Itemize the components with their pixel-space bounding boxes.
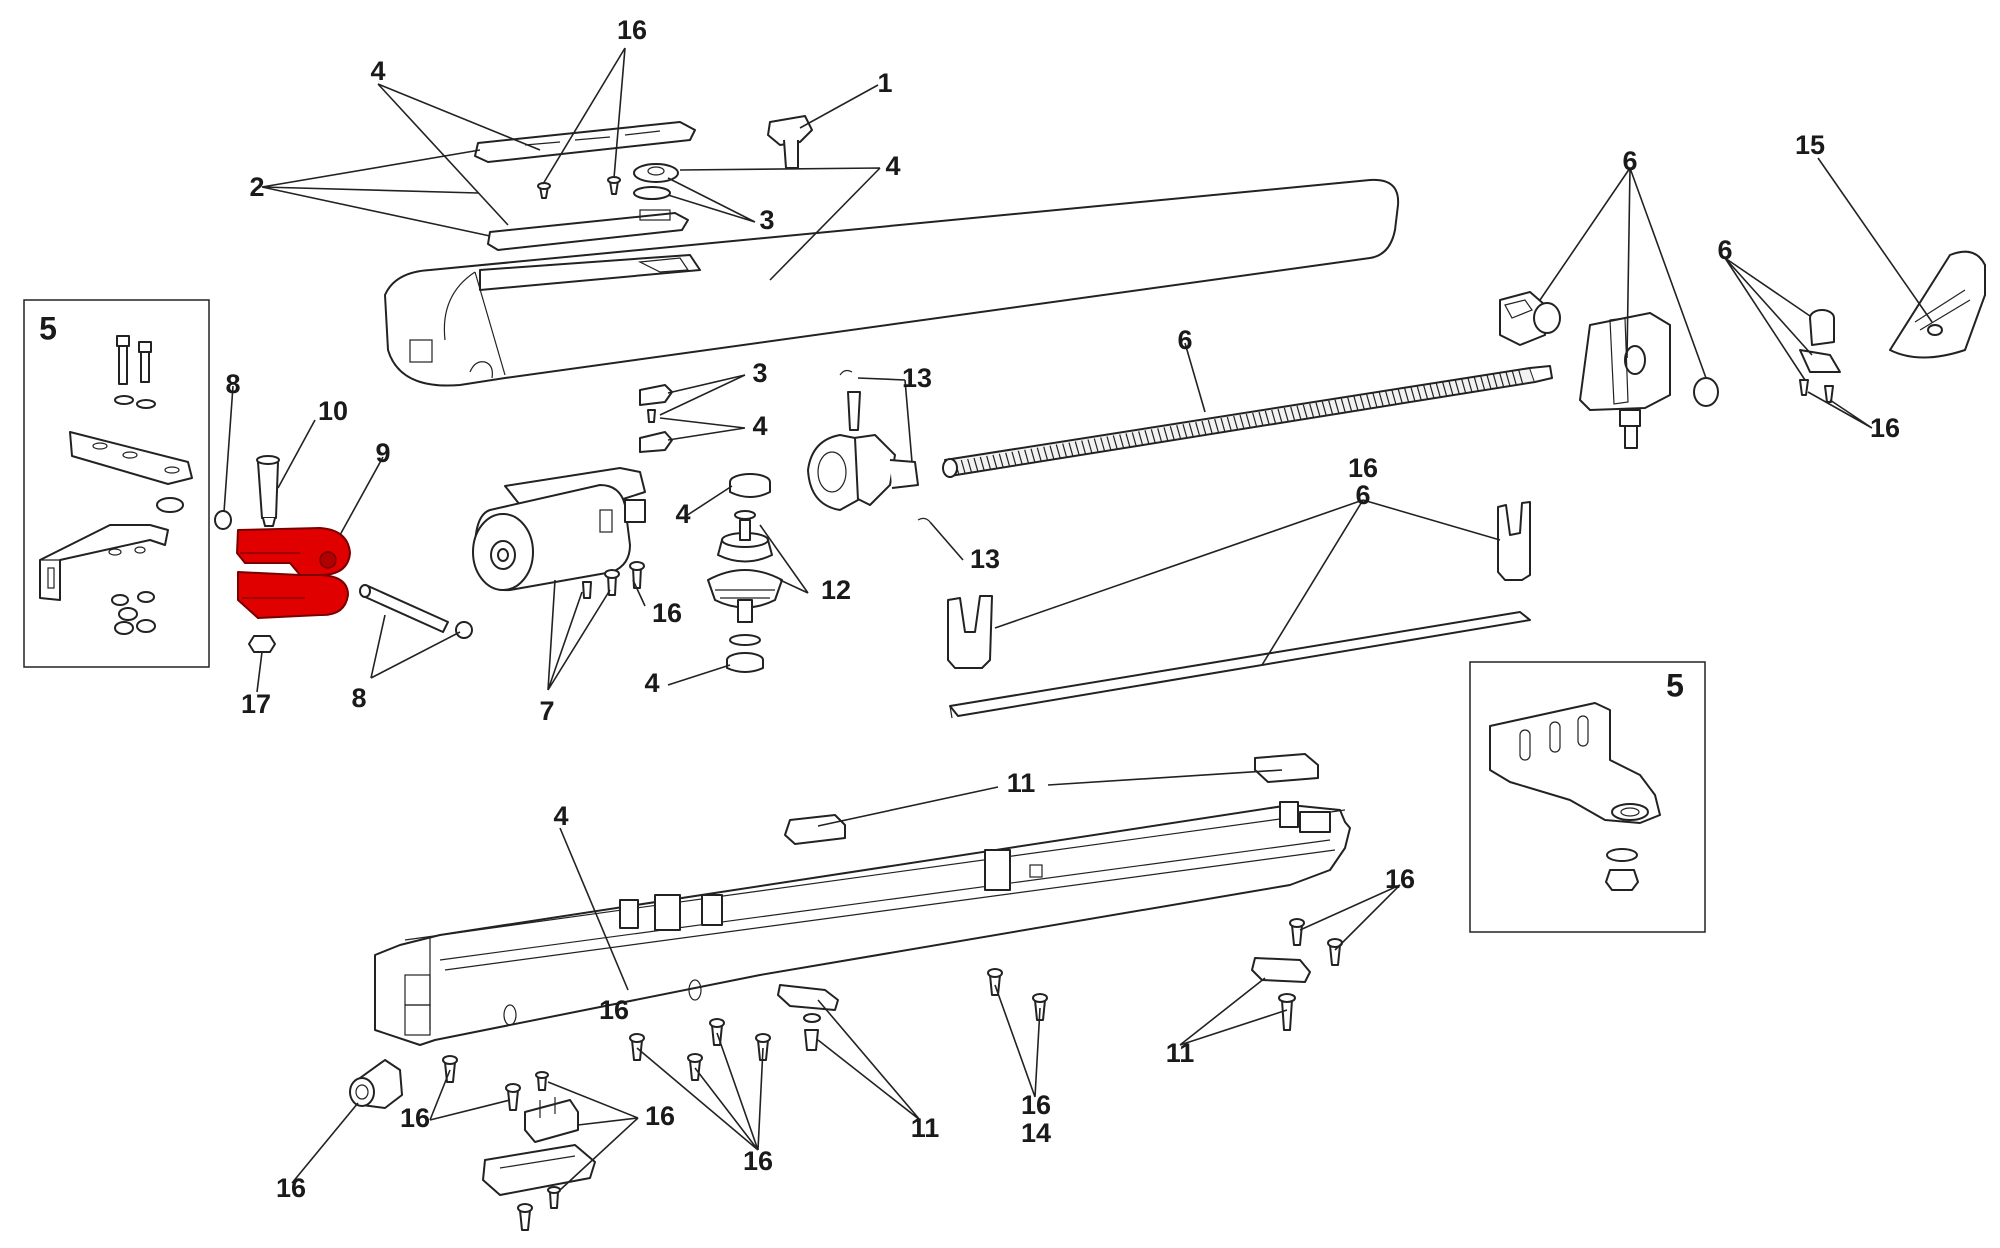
callout-2: 2: [249, 172, 264, 202]
callout-16: 16: [400, 1103, 430, 1133]
callout-16: 16: [645, 1101, 675, 1131]
callout-13: 13: [970, 544, 1000, 574]
callout-14: 14: [1021, 1118, 1051, 1148]
base-housing: [374, 801, 1351, 1046]
callout-1: 1: [877, 68, 892, 98]
lead-screw: [942, 365, 1553, 478]
cover-plate: [487, 212, 689, 251]
inset-right-box: 5: [1469, 661, 1706, 933]
callout-3: 3: [759, 205, 774, 235]
pad: [777, 984, 839, 1011]
callout-4: 4: [885, 151, 900, 181]
callout-6: 6: [1717, 235, 1732, 265]
callout-16: 16: [599, 995, 629, 1025]
callout-13: 13: [902, 363, 932, 393]
cable-gland: [349, 1059, 403, 1109]
circlip: [1693, 377, 1719, 407]
pivot-pin: [257, 461, 279, 519]
callout-9: 9: [375, 438, 390, 468]
pad: [1254, 753, 1319, 783]
callout-8: 8: [351, 683, 366, 713]
callout-4: 4: [675, 499, 690, 529]
callout-15: 15: [1795, 130, 1825, 160]
callout-16: 16: [1348, 453, 1378, 483]
callout-16: 16: [652, 598, 682, 628]
callout-16: 16: [1870, 413, 1900, 443]
callout-10: 10: [318, 396, 348, 426]
callout-4: 4: [553, 801, 568, 831]
callout-8: 8: [225, 369, 240, 399]
nut-block: [1499, 291, 1561, 346]
inset-right-label: 5: [1666, 667, 1684, 703]
inset-left-label: 5: [39, 310, 57, 346]
cable-cover: [482, 1144, 596, 1196]
callout-12: 12: [821, 575, 851, 605]
inset-left-box: 5: [23, 299, 210, 668]
callout-6: 6: [1355, 480, 1370, 510]
callout-6: 6: [1622, 146, 1637, 176]
callout-11: 11: [911, 1113, 940, 1143]
callout-16: 16: [1385, 864, 1415, 894]
top-cover-housing: [384, 178, 1400, 387]
fork-bracket: [1579, 312, 1671, 449]
pad: [1251, 957, 1311, 983]
callout-17: 17: [241, 689, 271, 719]
rail-track: [947, 501, 1531, 719]
callout-6: 6: [1177, 325, 1192, 355]
callout-4: 4: [370, 56, 385, 86]
callout-11: 11: [1166, 1038, 1195, 1068]
callout-3: 3: [752, 358, 767, 388]
gear-stack: [707, 473, 783, 673]
long-pin: [362, 585, 449, 633]
nut: [248, 635, 276, 653]
callout-4: 4: [752, 411, 767, 441]
callout-labels: 1 2 3 3 4 4 4 4 4 4 6 6 6 6 7 8 8 9 10 1…: [225, 15, 1900, 1203]
pad: [784, 814, 846, 845]
motor: [472, 467, 646, 592]
callout-16: 16: [1021, 1090, 1051, 1120]
release-knob: [767, 115, 813, 146]
top-cover-logo-plate: [474, 121, 696, 163]
callout-7: 7: [539, 696, 554, 726]
release-handle: [1889, 250, 1986, 359]
callout-16: 16: [617, 15, 647, 45]
callout-4: 4: [644, 668, 659, 698]
callout-11: 11: [1007, 768, 1036, 798]
callout-16: 16: [743, 1146, 773, 1176]
clevis-bracket-highlighted: [236, 527, 351, 619]
bevel-gear-assembly: [807, 369, 931, 523]
callout-16: 16: [276, 1173, 306, 1203]
leader-lines: [223, 47, 1933, 1191]
terminal-block: [524, 1099, 579, 1143]
